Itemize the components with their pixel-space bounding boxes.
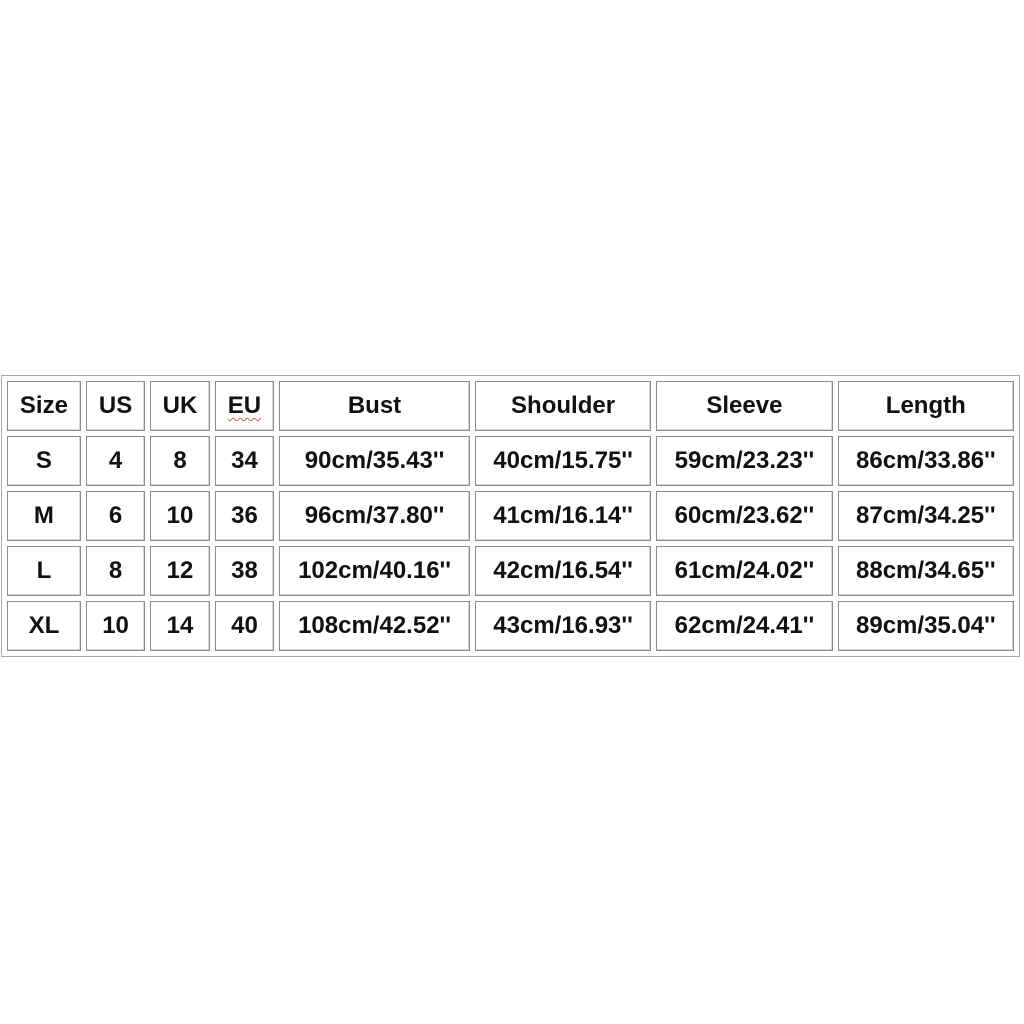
header-size: Size: [7, 381, 81, 431]
header-us: US: [85, 381, 146, 431]
cell-bust: 96cm/37.80'': [279, 491, 470, 541]
cell-length: 89cm/35.04'': [837, 601, 1014, 651]
cell-sleeve: 62cm/24.41'': [656, 601, 833, 651]
cell-size: L: [7, 546, 81, 596]
header-shoulder: Shoulder: [474, 381, 652, 431]
cell-bust: 90cm/35.43'': [279, 436, 470, 486]
cell-uk: 8: [150, 436, 210, 486]
cell-uk: 12: [150, 546, 210, 596]
cell-size: M: [7, 491, 81, 541]
table-row: XL 10 14 40 108cm/42.52'' 43cm/16.93'' 6…: [7, 601, 1014, 651]
cell-length: 87cm/34.25'': [837, 491, 1014, 541]
cell-eu: 34: [214, 436, 275, 486]
cell-length: 88cm/34.65'': [837, 546, 1014, 596]
cell-uk: 14: [150, 601, 210, 651]
table-row: L 8 12 38 102cm/40.16'' 42cm/16.54'' 61c…: [7, 546, 1014, 596]
cell-us: 10: [85, 601, 146, 651]
cell-us: 6: [85, 491, 146, 541]
cell-shoulder: 42cm/16.54'': [474, 546, 652, 596]
cell-sleeve: 59cm/23.23'': [656, 436, 833, 486]
cell-shoulder: 40cm/15.75'': [474, 436, 652, 486]
table-row: S 4 8 34 90cm/35.43'' 40cm/15.75'' 59cm/…: [7, 436, 1014, 486]
cell-uk: 10: [150, 491, 210, 541]
cell-shoulder: 43cm/16.93'': [474, 601, 652, 651]
cell-bust: 102cm/40.16'': [279, 546, 470, 596]
cell-us: 8: [85, 546, 146, 596]
table-header-row: Size US UK EU Bust Shoulder Sleeve Lengt…: [7, 381, 1014, 431]
cell-size: XL: [7, 601, 81, 651]
header-sleeve: Sleeve: [656, 381, 833, 431]
size-chart-table: Size US UK EU Bust Shoulder Sleeve Lengt…: [1, 375, 1020, 657]
header-bust: Bust: [279, 381, 470, 431]
header-uk: UK: [150, 381, 210, 431]
cell-eu: 40: [214, 601, 275, 651]
table-row: M 6 10 36 96cm/37.80'' 41cm/16.14'' 60cm…: [7, 491, 1014, 541]
cell-sleeve: 61cm/24.02'': [656, 546, 833, 596]
cell-size: S: [7, 436, 81, 486]
header-length: Length: [837, 381, 1014, 431]
cell-eu: 38: [214, 546, 275, 596]
cell-sleeve: 60cm/23.62'': [656, 491, 833, 541]
cell-eu: 36: [214, 491, 275, 541]
cell-bust: 108cm/42.52'': [279, 601, 470, 651]
header-eu-label: EU: [227, 392, 262, 419]
cell-us: 4: [85, 436, 146, 486]
header-eu: EU: [214, 381, 275, 431]
cell-length: 86cm/33.86'': [837, 436, 1014, 486]
cell-shoulder: 41cm/16.14'': [474, 491, 652, 541]
